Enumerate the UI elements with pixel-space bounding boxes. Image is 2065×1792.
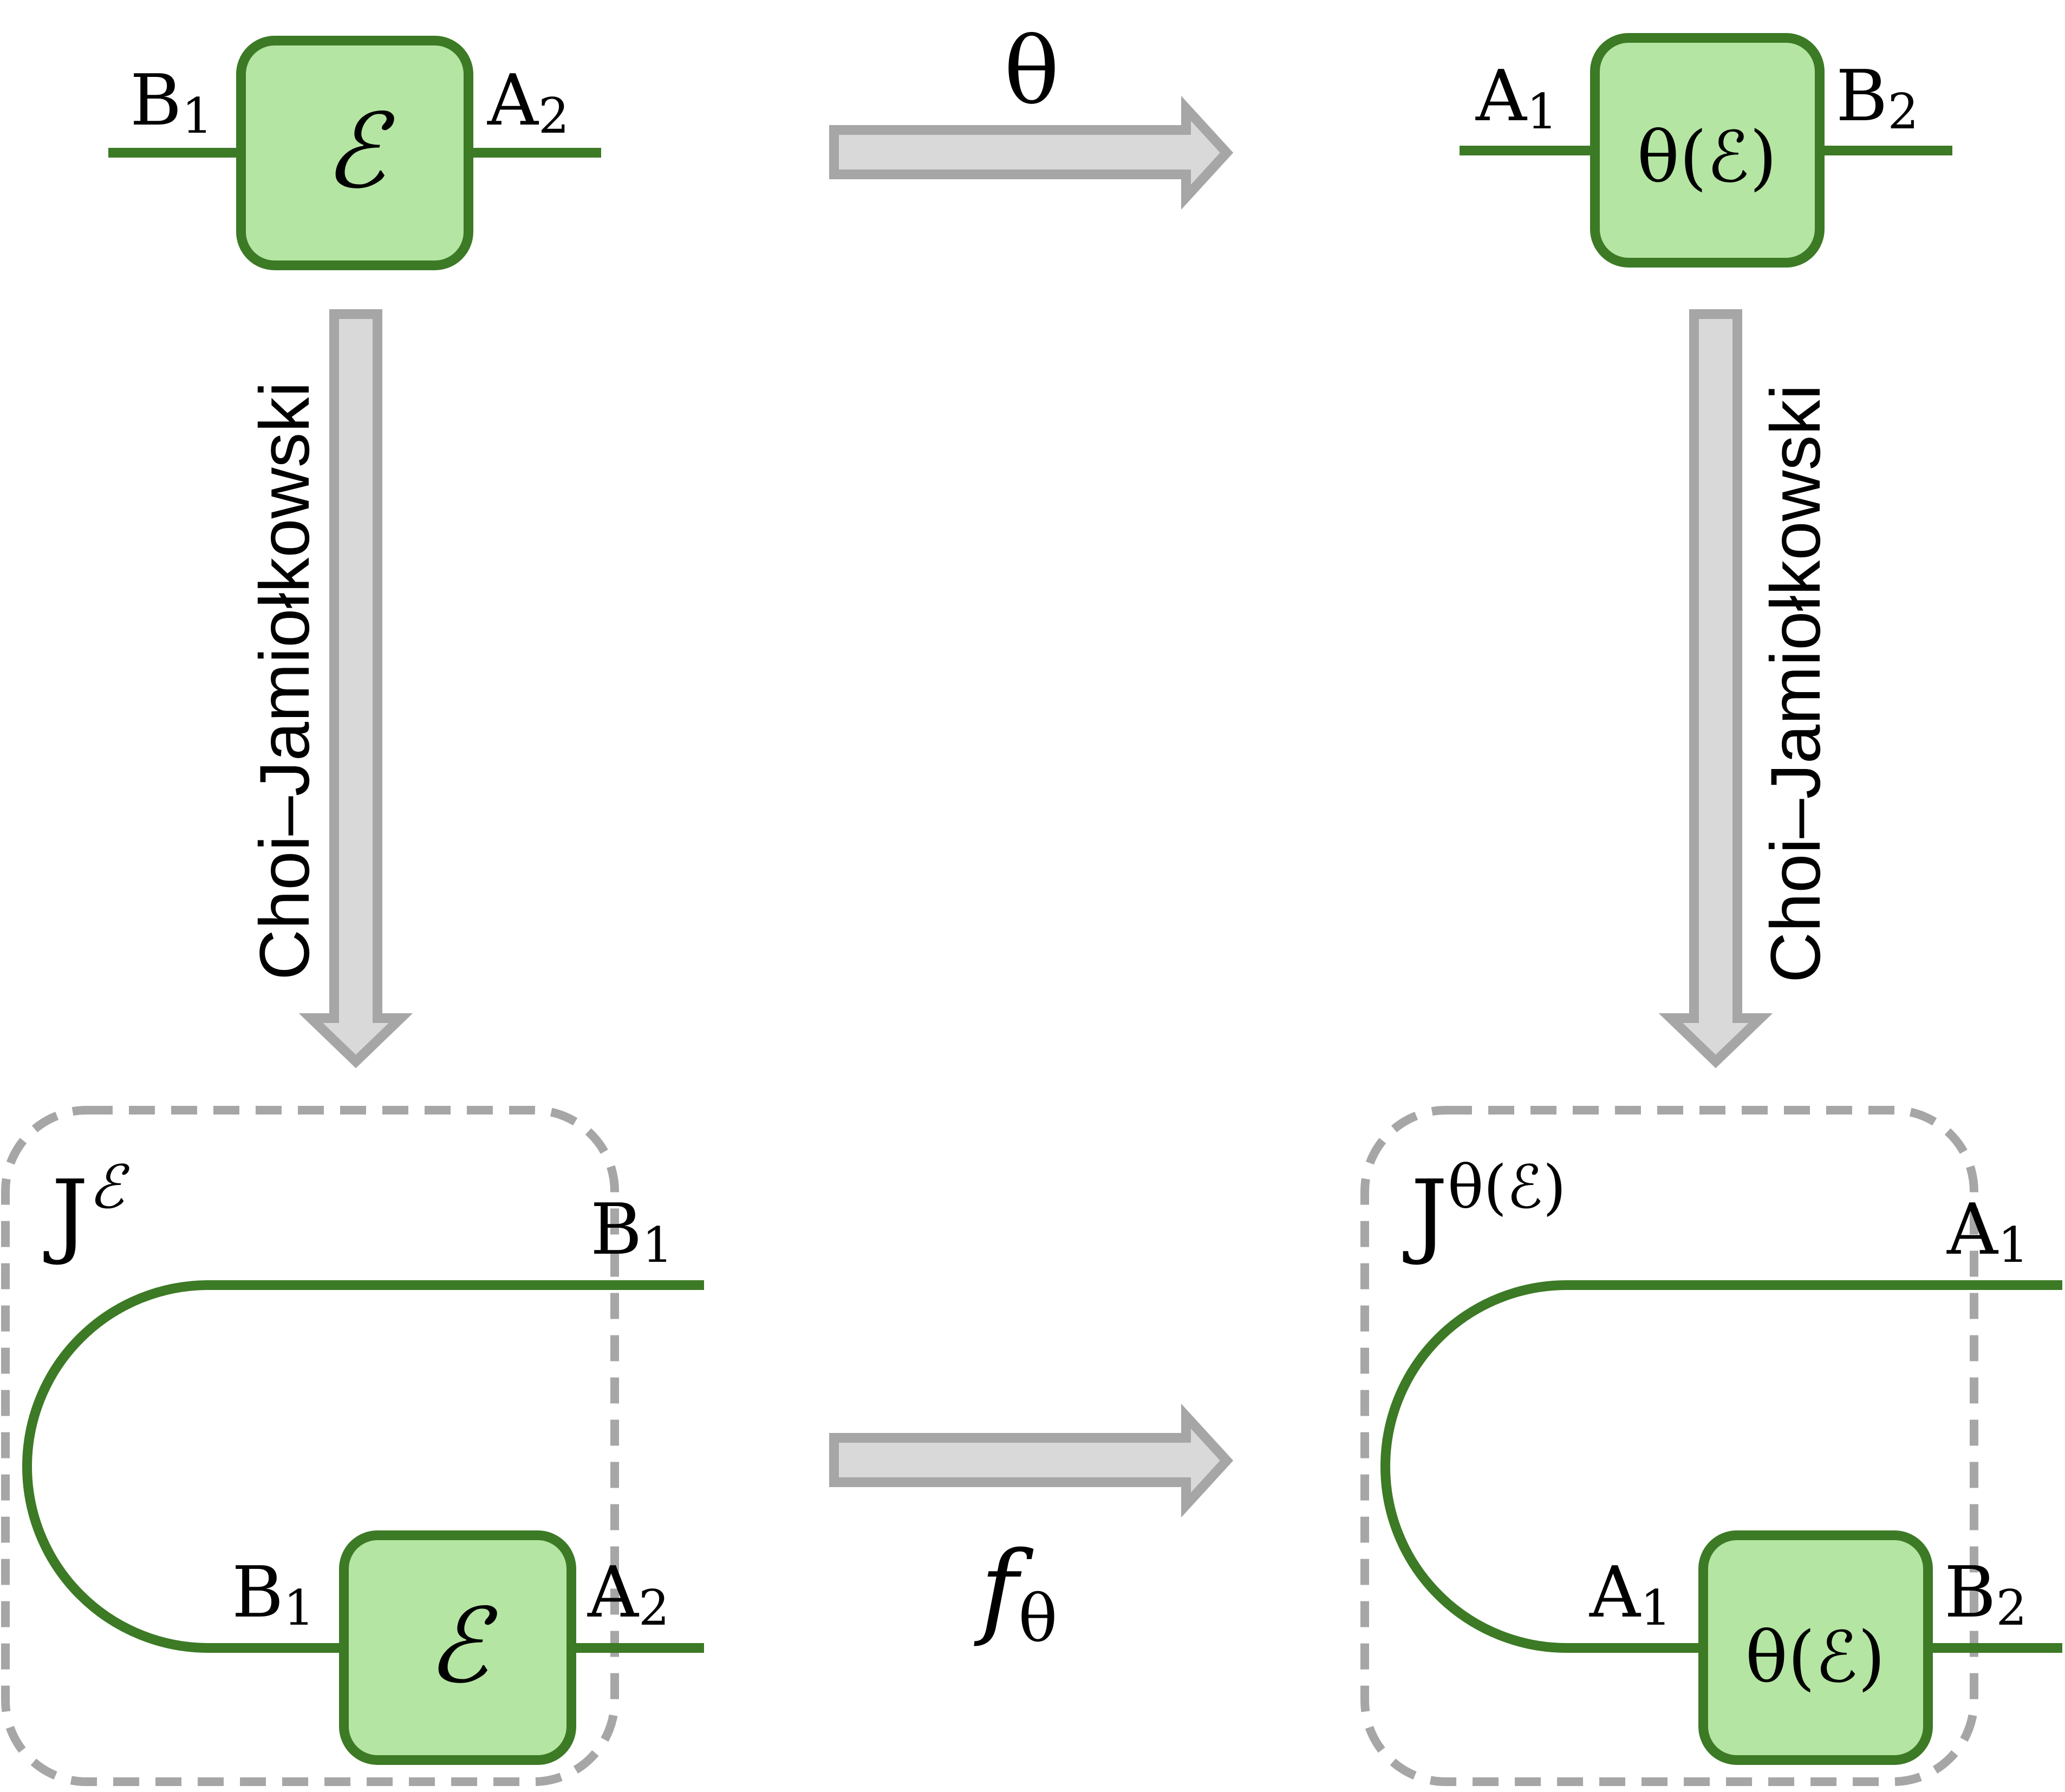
bottom-left-box-right-port-letter: A bbox=[587, 1551, 640, 1633]
bottom-left-box-left-port: B1 bbox=[232, 1551, 315, 1637]
top-left-left-port-letter: B bbox=[130, 59, 182, 141]
bottom-right-top-port: A1 bbox=[1946, 1188, 2029, 1274]
top-right-right-port: B2 bbox=[1836, 55, 1919, 140]
bottom-left-loop-wire bbox=[22, 1280, 704, 1653]
top-right-right-port-sub: 2 bbox=[1888, 83, 1919, 140]
bottom-right-choi-label: Jθ(ℰ) bbox=[1403, 1152, 1566, 1268]
bottom-arrow: fθ bbox=[829, 1403, 1234, 1657]
bottom-right-loop-wire bbox=[1380, 1280, 2062, 1653]
bottom-left-channel-box bbox=[339, 1530, 576, 1765]
bottom-right-channel-box bbox=[1698, 1530, 1933, 1765]
right-vertical-arrow-shape bbox=[1658, 309, 1773, 1068]
top-right-left-port-sub: 1 bbox=[1527, 83, 1558, 140]
right-vertical-arrow: Choi–Jamiołkowski bbox=[1658, 309, 1835, 1068]
top-arrow: θ bbox=[829, 18, 1234, 210]
bottom-right-box-right-port-sub: 2 bbox=[1996, 1580, 2027, 1637]
bottom-arrow-shape bbox=[829, 1403, 1234, 1518]
top-right-box-symbol: θ(ℰ) bbox=[1637, 116, 1777, 198]
top-right-right-port-letter: B bbox=[1836, 55, 1888, 137]
top-arrow-label: θ bbox=[1004, 18, 1059, 125]
bottom-right-box-left-port-letter: A bbox=[1589, 1551, 1641, 1633]
bottom-arrow-label-sub: θ bbox=[1018, 1581, 1057, 1657]
left-vertical-arrow: Choi–Jamiołkowski bbox=[245, 309, 413, 1068]
bottom-left-top-port-sub: 1 bbox=[642, 1217, 673, 1274]
bottom-right-choi-sup: θ(ℰ) bbox=[1448, 1152, 1566, 1222]
bottom-right-choi-letter: J bbox=[1403, 1161, 1448, 1268]
bottom-left-choi: ℰ Jℰ B1 B1 A2 bbox=[1, 1106, 704, 1786]
top-left-box-symbol: ℰ bbox=[323, 92, 395, 211]
top-left-left-port-sub: 1 bbox=[182, 88, 213, 145]
top-arrow-shape bbox=[829, 95, 1234, 210]
top-left-channel-box bbox=[236, 36, 473, 270]
left-vertical-arrow-shape bbox=[298, 309, 413, 1068]
bottom-right-top-port-sub: 1 bbox=[1998, 1217, 2029, 1274]
bottom-left-box-left-port-sub: 1 bbox=[284, 1580, 315, 1637]
bottom-left-choi-sup: ℰ bbox=[88, 1152, 130, 1222]
bottom-left-top-port-letter: B bbox=[590, 1188, 642, 1270]
bottom-right-box-left-port: A1 bbox=[1589, 1551, 1671, 1637]
bottom-left-box-right-port: A2 bbox=[587, 1551, 669, 1637]
top-right-channel: θ(ℰ) A1 B2 bbox=[1460, 33, 1952, 268]
bottom-right-box-right-port-letter: B bbox=[1944, 1551, 1996, 1633]
bottom-right-box-symbol: θ(ℰ) bbox=[1745, 1616, 1885, 1698]
bottom-arrow-label: fθ bbox=[974, 1529, 1058, 1657]
left-vertical-arrow-label: Choi–Jamiołkowski bbox=[245, 382, 324, 980]
top-left-right-port: A2 bbox=[487, 59, 569, 145]
right-vertical-arrow-label: Choi–Jamiołkowski bbox=[1756, 385, 1835, 983]
top-left-channel: ℰ B1 A2 bbox=[108, 36, 601, 270]
bottom-left-box-left-port-letter: B bbox=[232, 1551, 284, 1633]
top-right-left-port-letter: A bbox=[1475, 55, 1528, 137]
top-left-left-port: B1 bbox=[130, 59, 213, 145]
bottom-right-box-right-port: B2 bbox=[1944, 1551, 2027, 1637]
top-right-left-port: A1 bbox=[1475, 55, 1558, 140]
top-right-channel-box bbox=[1590, 33, 1825, 268]
bottom-right-choi: θ(ℰ) Jθ(ℰ) A1 A1 B2 bbox=[1360, 1106, 2062, 1786]
bottom-right-dashed-border bbox=[1360, 1106, 1978, 1786]
bottom-right-box-left-port-sub: 1 bbox=[1640, 1580, 1671, 1637]
bottom-right-top-port-letter: A bbox=[1946, 1188, 1999, 1270]
bottom-left-choi-label: Jℰ bbox=[43, 1152, 130, 1268]
bottom-left-box-right-port-sub: 2 bbox=[639, 1580, 669, 1637]
bottom-left-choi-letter: J bbox=[43, 1161, 88, 1268]
top-left-right-port-sub: 2 bbox=[538, 88, 569, 145]
bottom-left-dashed-border bbox=[1, 1106, 619, 1786]
top-left-right-port-letter: A bbox=[487, 59, 539, 141]
bottom-left-top-port: B1 bbox=[590, 1188, 673, 1274]
bottom-left-box-symbol: ℰ bbox=[426, 1586, 498, 1706]
